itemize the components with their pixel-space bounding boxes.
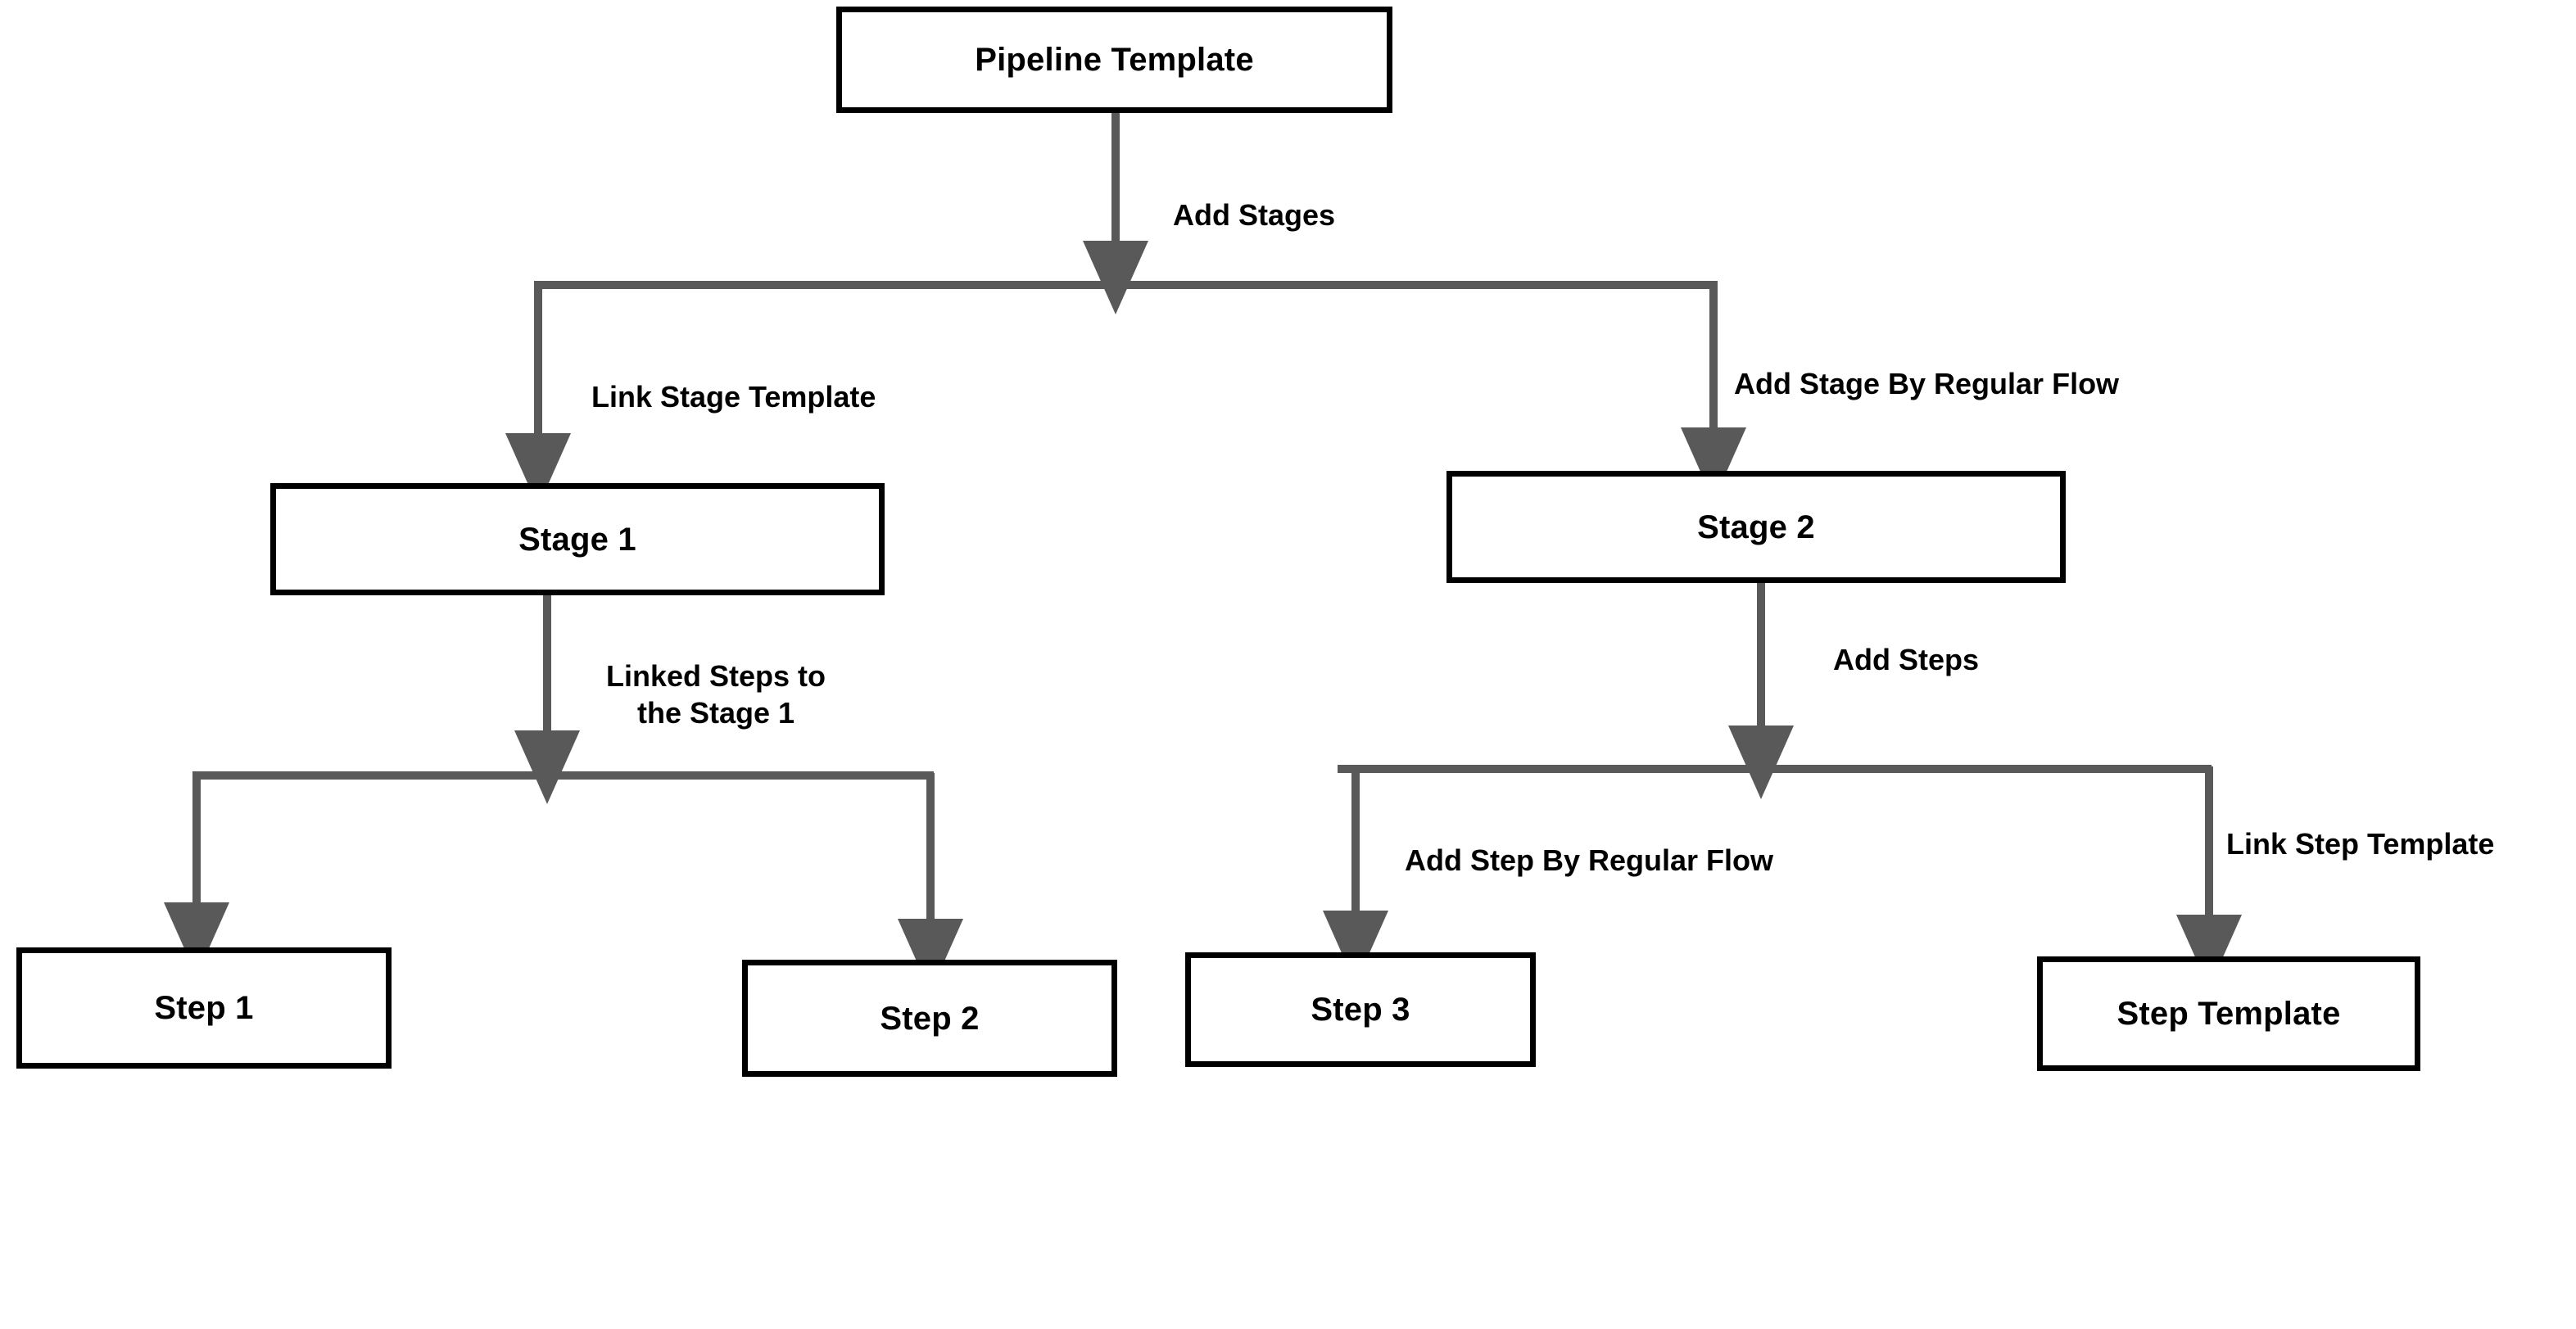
edge-label-linked-steps-to-the-stage-1: Linked Steps to the Stage 1	[606, 659, 826, 730]
node-step-3[interactable]: Step 3	[1185, 952, 1536, 1067]
edge-label-add-step-by-regular-flow: Add Step By Regular Flow	[1405, 843, 1774, 877]
edge-label-add-stage-by-regular-flow: Add Stage By Regular Flow	[1734, 367, 2120, 400]
edge-label-link-stage-template: Link Stage Template	[591, 380, 876, 414]
node-label-step-2: Step 2	[880, 1000, 980, 1037]
node-step-2[interactable]: Step 2	[742, 960, 1117, 1077]
node-label-pipeline-template: Pipeline Template	[975, 42, 1254, 78]
edge-label-add-steps: Add Steps	[1833, 643, 1980, 676]
node-label-step-template: Step Template	[2116, 996, 2341, 1032]
edge-label-link-step-template: Link Step Template	[2226, 827, 2495, 861]
node-label-step-1: Step 1	[154, 990, 254, 1026]
node-stage-2[interactable]: Stage 2	[1446, 471, 2066, 583]
node-label-step-3: Step 3	[1311, 992, 1410, 1028]
edge-label-add-stages: Add Stages	[1173, 198, 1336, 232]
node-label-stage-2: Stage 2	[1697, 509, 1815, 545]
node-stage-1[interactable]: Stage 1	[270, 483, 885, 595]
node-step-template[interactable]: Step Template	[2037, 956, 2420, 1071]
node-label-stage-1: Stage 1	[518, 521, 636, 558]
node-step-1[interactable]: Step 1	[16, 947, 392, 1069]
node-pipeline-template[interactable]: Pipeline Template	[836, 7, 1392, 113]
